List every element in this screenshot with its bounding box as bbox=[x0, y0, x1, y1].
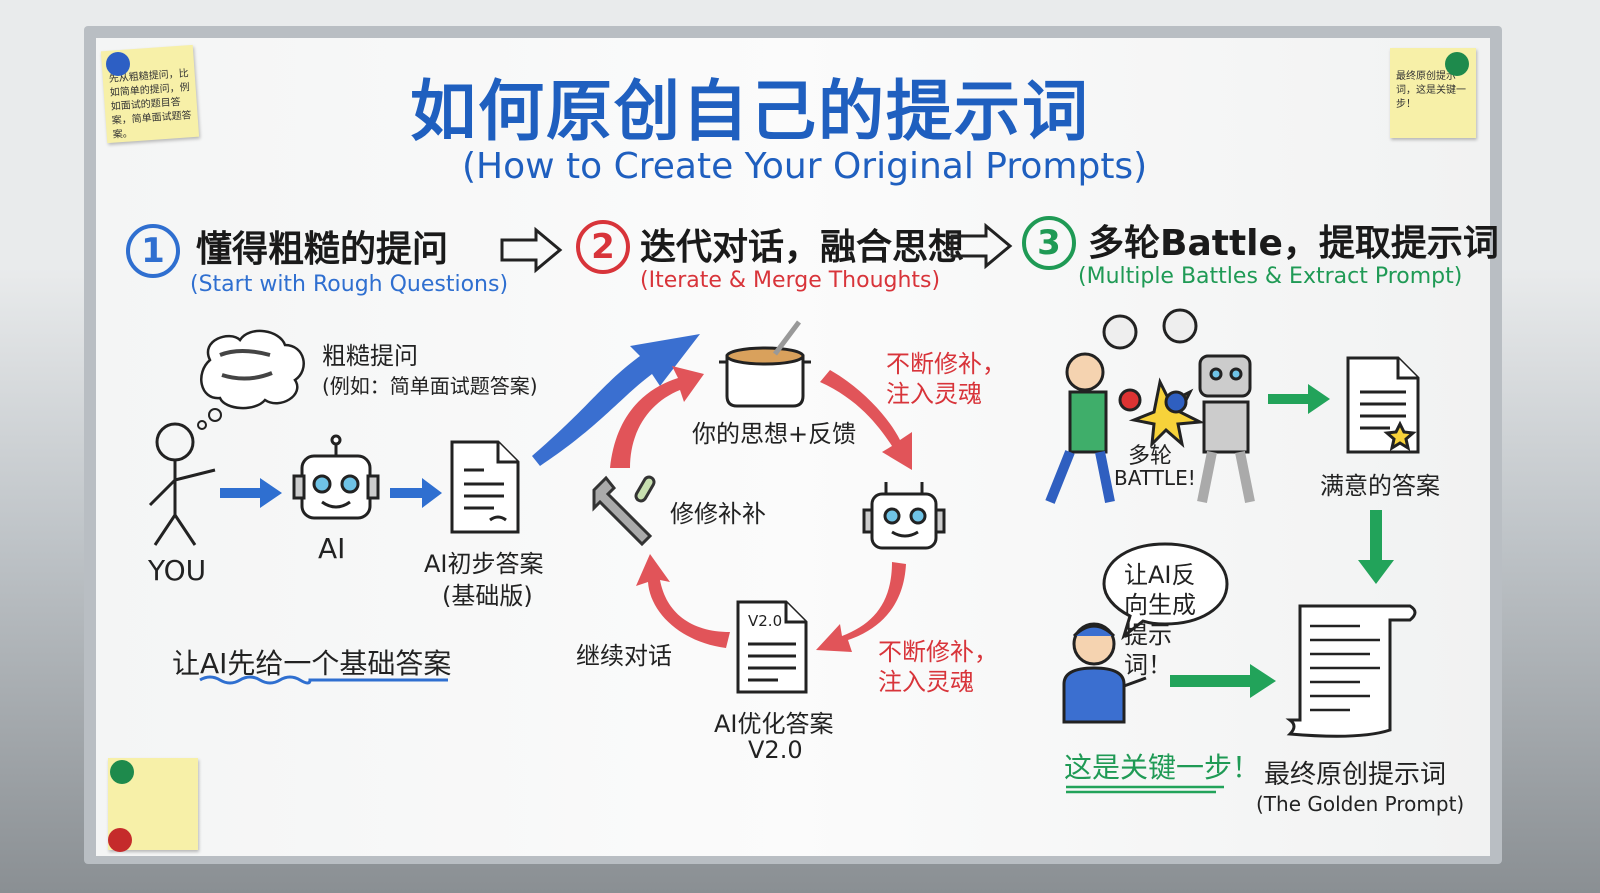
patch-label-bottom: 不断修补， bbox=[878, 638, 998, 666]
step-2-title: 迭代对话，融合思想 bbox=[640, 227, 965, 268]
blue-arrow-icon bbox=[390, 478, 442, 508]
pot-label: 你的思想+反馈 bbox=[692, 420, 857, 448]
battle-illustration bbox=[1045, 308, 1255, 504]
blue-underline bbox=[199, 675, 448, 685]
starred-document-icon bbox=[1346, 356, 1420, 454]
green-down-arrow-icon bbox=[1358, 510, 1394, 584]
step-3-subtitle: (Multiple Battles & Extract Prompt) bbox=[1078, 264, 1463, 289]
speech-line: 让AI反向生成提示词！ bbox=[1124, 560, 1214, 680]
battle-label: 多轮 bbox=[1128, 444, 1173, 469]
initial-answer-sub: (基础版) bbox=[442, 582, 533, 610]
step-2-badge: 2 bbox=[576, 220, 630, 274]
document-icon bbox=[450, 440, 520, 534]
green-magnet bbox=[1445, 52, 1469, 76]
rough-question-label: 粗糙提问 bbox=[322, 342, 418, 370]
document-v2-icon bbox=[736, 600, 808, 694]
section1-caption: 让AI先给一个基础答案 bbox=[172, 647, 452, 680]
green-arrow-icon bbox=[1268, 384, 1330, 414]
continue-label: 继续对话 bbox=[576, 642, 672, 670]
wrench-icon bbox=[592, 475, 656, 547]
patch-label-top: 不断修补， bbox=[886, 350, 1006, 378]
blue-magnet bbox=[106, 52, 130, 76]
doc-version-tag: V2.0 bbox=[748, 612, 783, 630]
scroll-icon bbox=[1285, 604, 1417, 738]
page-title: 如何原创自己的提示词 bbox=[410, 73, 1090, 150]
tweak-label: 修修补补 bbox=[670, 500, 766, 528]
whiteboard-surface bbox=[96, 38, 1490, 856]
green-underline bbox=[1066, 785, 1224, 794]
red-magnet bbox=[108, 828, 132, 852]
soul-label-top: 注入灵魂 bbox=[886, 380, 982, 408]
step-1-subtitle: (Start with Rough Questions) bbox=[190, 272, 509, 297]
robot-icon bbox=[292, 434, 380, 520]
pot-icon bbox=[719, 320, 811, 408]
final-prompt-sub: (The Golden Prompt) bbox=[1256, 792, 1465, 816]
rough-question-example: (例如：简单面试题答案) bbox=[322, 374, 538, 398]
soul-label-bottom: 注入灵魂 bbox=[878, 668, 974, 696]
ai-label: AI bbox=[318, 532, 346, 565]
page-subtitle: (How to Create Your Original Prompts) bbox=[462, 146, 1148, 187]
final-prompt-label: 最终原创提示词 bbox=[1264, 760, 1447, 790]
step-2-subtitle: (Iterate & Merge Thoughts) bbox=[640, 268, 941, 293]
robot-icon bbox=[862, 482, 946, 550]
blue-arrow-icon bbox=[220, 478, 282, 508]
outline-arrow-icon bbox=[950, 222, 1013, 270]
stick-figure-icon bbox=[148, 422, 216, 546]
step-3-badge: 3 bbox=[1022, 216, 1076, 270]
outline-arrow-icon bbox=[500, 226, 563, 274]
red-arrow-up-left bbox=[636, 554, 730, 648]
you-label: YOU bbox=[148, 554, 207, 587]
green-arrow-icon bbox=[1170, 664, 1276, 698]
optimized-version-label: V2.0 bbox=[748, 736, 803, 764]
speech-bubble bbox=[1102, 542, 1229, 641]
blue-curved-arrow bbox=[532, 334, 700, 466]
red-arrow-down-left bbox=[816, 562, 906, 652]
speech-text: 让AI反向生成提示词！ bbox=[1124, 561, 1196, 679]
red-arrow-down-right bbox=[820, 370, 912, 470]
step-3-title: 多轮Battle，提取提示词 bbox=[1088, 223, 1499, 264]
person-icon bbox=[1062, 622, 1147, 724]
key-step-label: 这是关键一步！ bbox=[1064, 751, 1261, 784]
optimized-answer-label: AI优化答案 bbox=[714, 710, 834, 738]
step-1-title: 懂得粗糙的提问 bbox=[196, 229, 449, 270]
satisfied-answer-label: 满意的答案 bbox=[1320, 472, 1440, 500]
green-magnet bbox=[110, 760, 134, 784]
thought-cloud-icon bbox=[197, 329, 305, 430]
red-arrow-up bbox=[610, 366, 704, 468]
step-1-badge: 1 bbox=[126, 224, 180, 278]
initial-answer-label: AI初步答案 bbox=[424, 550, 544, 578]
battle-label-en: BATTLE! bbox=[1114, 466, 1196, 490]
